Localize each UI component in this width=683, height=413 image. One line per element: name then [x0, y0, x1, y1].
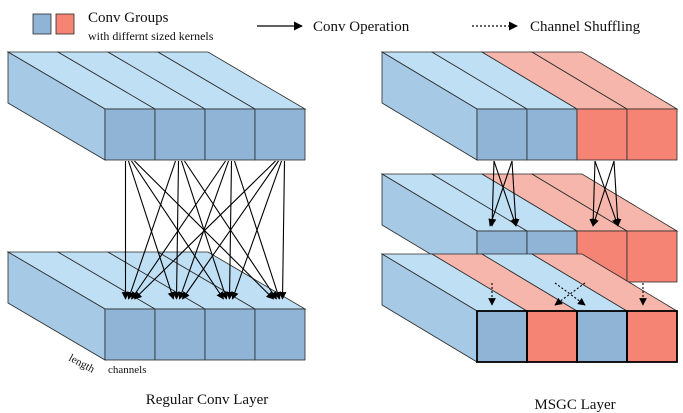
right-blue-conv-arrow-2	[493, 160, 518, 227]
left-conv-arrow-15	[231, 160, 283, 300]
right-top-front-face-1	[476, 108, 528, 161]
right-bottom-front-face-1	[476, 310, 528, 363]
right-top-block	[380, 51, 679, 161]
right-red-conv-arrow-2	[594, 160, 620, 227]
legend: Conv Groups with differnt sized kernels …	[32, 10, 641, 43]
left-bottom-front-face-3	[204, 308, 256, 361]
legend-red-swatch	[55, 13, 75, 35]
left-conv-arrow-5	[127, 160, 177, 300]
legend-conv-label: Conv Operation	[313, 19, 410, 35]
right-red-conv-arrow-1	[589, 160, 598, 227]
left-conv-arrow-2	[127, 160, 176, 300]
legend-groups-sublabel: with differnt sized kernels	[88, 29, 214, 43]
legend-groups-label: Conv Groups	[88, 10, 169, 26]
left-caption: Regular Conv Layer	[146, 392, 268, 408]
channels-label: channels	[108, 364, 146, 376]
left-conv-arrow-9	[131, 160, 226, 300]
legend-blue-swatch	[32, 13, 52, 35]
left-conv-arrow-16	[278, 160, 287, 300]
right-caption: MSGC Layer	[534, 397, 615, 413]
left-top-block	[6, 51, 307, 161]
left-conv-arrow-10	[178, 160, 230, 300]
left-bottom-front-face-1	[104, 308, 156, 361]
left-top-front-face-4	[254, 108, 306, 161]
right-bottom-block	[380, 253, 679, 363]
right-blue-conv-arrow-4	[511, 160, 520, 227]
right-bottom-front-face-3	[576, 310, 628, 363]
left-conv-arrow-6	[172, 160, 181, 300]
msgc-layer: MSGC Layer	[380, 51, 679, 413]
right-bottom-front-face-2	[526, 310, 578, 363]
left-top-front-face-1	[104, 108, 156, 161]
regular-conv-layer: length channels Regular Conv Layer	[6, 51, 307, 408]
legend-shuffle-label: Channel Shuffling	[530, 19, 641, 35]
left-bottom-front-face-2	[154, 308, 206, 361]
left-top-front-face-3	[204, 108, 256, 161]
left-conv-arrows	[121, 160, 287, 300]
length-label: length	[67, 352, 97, 376]
left-conv-arrow-14	[182, 160, 279, 300]
right-mid-front-face-4	[626, 230, 678, 283]
left-top-front-face-2	[154, 108, 206, 161]
left-bottom-block	[6, 251, 307, 361]
right-top-front-face-3	[576, 108, 628, 161]
right-bottom-front-outline-4	[626, 310, 678, 363]
left-bottom-front-face-4	[254, 308, 306, 361]
right-blue-conv-arrow-3	[488, 160, 513, 227]
right-red-conv-arrow-3	[591, 160, 615, 227]
right-blue-conv-arrow-1	[488, 160, 497, 227]
right-top-front-face-4	[626, 108, 678, 161]
right-bottom-front-face-4	[626, 310, 678, 363]
left-conv-arrow-13	[133, 160, 276, 300]
right-top-front-face-2	[526, 108, 578, 161]
right-conv-arrows	[488, 160, 647, 306]
right-red-conv-arrow-4	[613, 160, 622, 227]
